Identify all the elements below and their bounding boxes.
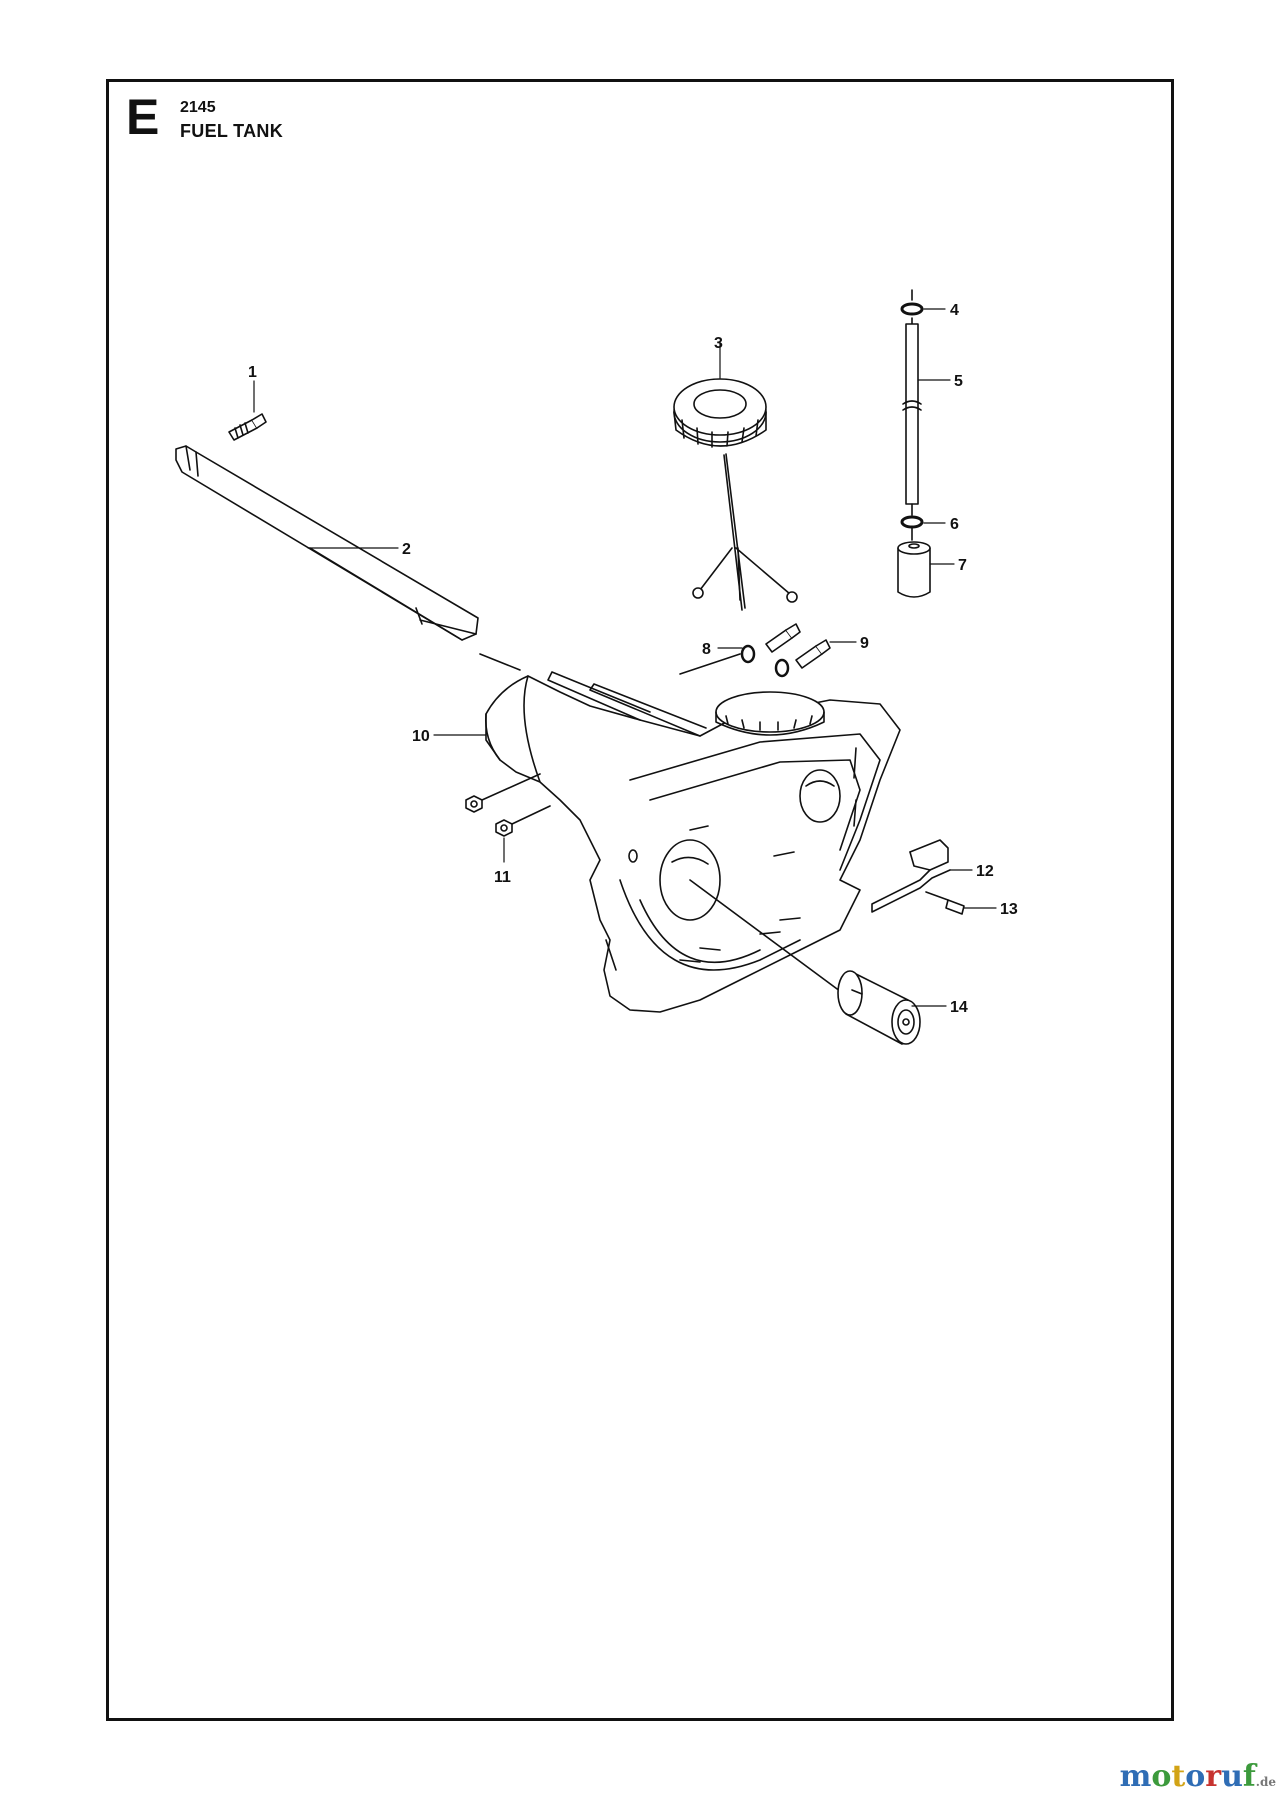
brand-letter: t bbox=[1171, 1759, 1186, 1794]
leader-lines bbox=[253, 308, 997, 1007]
callout-7: 7 bbox=[958, 557, 967, 574]
callout-6: 6 bbox=[950, 516, 959, 533]
callout-8: 8 bbox=[702, 641, 711, 658]
part-13-screw[interactable] bbox=[925, 891, 965, 915]
part-5-fuel-hose[interactable] bbox=[902, 289, 922, 505]
callout-2: 2 bbox=[402, 541, 411, 558]
brand-watermark: motoruf.de bbox=[1120, 1762, 1276, 1792]
section-letter: E bbox=[126, 89, 160, 145]
callout-10: 10 bbox=[412, 728, 430, 745]
callout-5: 5 bbox=[954, 373, 963, 390]
callout-3: 3 bbox=[714, 335, 723, 352]
part-12-bracket[interactable] bbox=[871, 839, 951, 913]
part-1-screw[interactable] bbox=[228, 413, 267, 441]
brand-letter: o bbox=[1151, 1759, 1172, 1794]
brand-letter: u bbox=[1221, 1759, 1243, 1794]
part-6-washer[interactable] bbox=[900, 503, 924, 529]
part-11-nut[interactable] bbox=[465, 773, 551, 837]
part-9-screw[interactable] bbox=[765, 623, 831, 669]
brand-letter: m bbox=[1119, 1759, 1152, 1794]
diagram-title: FUEL TANK bbox=[180, 121, 284, 141]
part-3-fuel-cap[interactable] bbox=[673, 378, 798, 611]
callout-11: 11 bbox=[494, 869, 511, 886]
part-4-washer[interactable] bbox=[900, 302, 924, 316]
callout-13: 13 bbox=[1000, 901, 1018, 918]
callout-labels: 1 2 3 4 5 6 7 8 9 10 11 12 13 14 bbox=[248, 302, 1018, 1016]
diagram-code: 2145 bbox=[180, 99, 216, 116]
callout-12: 12 bbox=[976, 863, 994, 880]
part-10-fuel-tank[interactable] bbox=[479, 653, 901, 1013]
callout-9: 9 bbox=[860, 635, 869, 652]
callout-4: 4 bbox=[950, 302, 959, 319]
part-2-tube[interactable] bbox=[175, 445, 479, 641]
callout-1: 1 bbox=[248, 364, 257, 381]
part-14-cylinder[interactable] bbox=[837, 970, 921, 1045]
part-8-washer[interactable] bbox=[740, 644, 790, 678]
brand-domain: .de bbox=[1255, 1775, 1276, 1789]
part-7-fuel-filter[interactable] bbox=[897, 527, 931, 598]
brand-letter: f bbox=[1242, 1759, 1256, 1794]
brand-letter: o bbox=[1185, 1759, 1206, 1794]
callout-14: 14 bbox=[950, 999, 968, 1016]
brand-letter: r bbox=[1205, 1759, 1222, 1794]
diagram-frame bbox=[106, 79, 1174, 1721]
